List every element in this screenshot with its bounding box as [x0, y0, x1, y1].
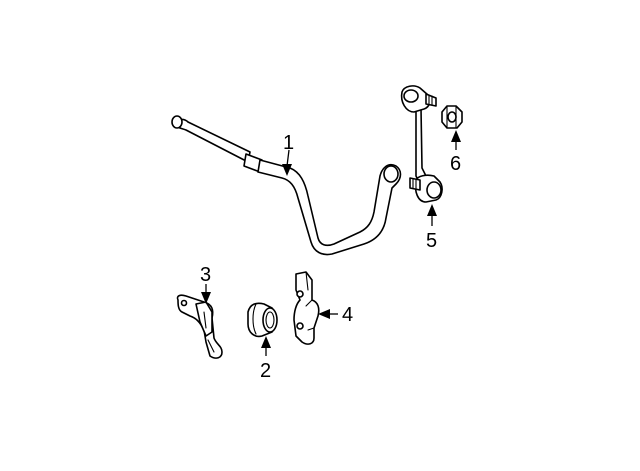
link-nut	[441, 105, 463, 129]
callout-2: 2	[260, 360, 271, 382]
callout-1: 1	[283, 132, 294, 154]
stabilizer-bar-bracket	[176, 294, 223, 359]
callout-6: 6	[450, 153, 461, 175]
stabilizer-bar-bushing	[247, 302, 278, 338]
callout-2-leader	[261, 336, 271, 356]
callout-6-leader	[451, 130, 461, 150]
callout-3: 3	[200, 264, 211, 286]
callout-1-leader	[282, 149, 292, 176]
callout-5: 5	[426, 230, 437, 252]
bushing-clamp	[293, 271, 320, 345]
stabilizer-bar	[171, 115, 402, 256]
stabilizer-link	[400, 85, 443, 203]
callout-4: 4	[342, 304, 353, 326]
callout-3-leader	[201, 284, 211, 304]
callout-5-leader	[427, 204, 437, 226]
callout-4-leader	[318, 309, 338, 319]
